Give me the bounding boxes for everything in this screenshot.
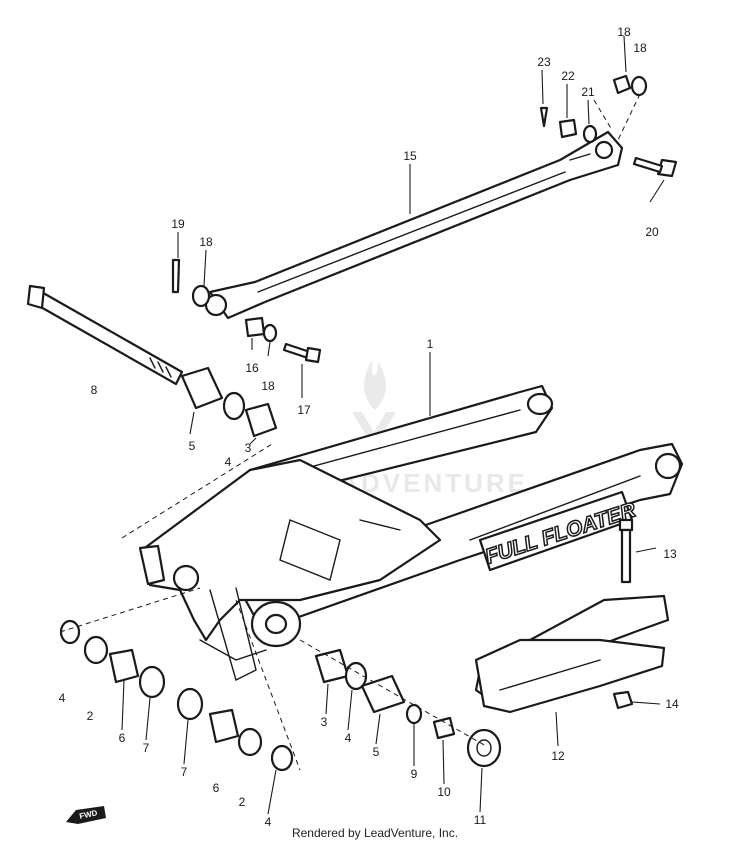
bearing-7-lower	[176, 687, 204, 721]
nut-18-top	[612, 74, 648, 97]
forward-direction-badge: FWD	[66, 806, 106, 824]
bearing-4-upper	[222, 391, 246, 421]
callout-14: 14	[665, 697, 679, 711]
callout-17: 17	[297, 403, 311, 417]
callout-2: 2	[239, 795, 246, 809]
callout-5: 5	[373, 745, 380, 759]
callout-4: 4	[265, 815, 272, 829]
washer-2-lower	[237, 727, 263, 757]
pivot-shaft-8	[26, 284, 184, 386]
nut-11	[466, 728, 502, 768]
callout-22: 22	[561, 69, 575, 83]
nut-22	[558, 118, 578, 139]
nut-18-left	[191, 284, 211, 308]
cotter-pin-23	[539, 106, 549, 128]
nut-10	[432, 716, 456, 740]
callout-2: 2	[87, 709, 94, 723]
leader-lines	[121, 35, 665, 815]
callout-7: 7	[143, 741, 150, 755]
callout-4: 4	[225, 455, 232, 469]
bushing-3-right	[314, 648, 350, 684]
fwd-text: FWD	[79, 808, 99, 821]
spacer-5-upper	[180, 366, 224, 410]
callout-13: 13	[663, 547, 677, 561]
callout-16: 16	[245, 361, 259, 375]
callout-6: 6	[119, 731, 126, 745]
bearing-7-left	[138, 665, 166, 699]
swingarm	[138, 384, 684, 682]
callout-12: 12	[551, 749, 565, 763]
bolt-17	[282, 342, 322, 364]
callout-7: 7	[181, 765, 188, 779]
callout-3: 3	[321, 715, 328, 729]
callout-23: 23	[537, 55, 551, 69]
callout-labels: 1 2 2 3 3 4 4 4 4 5 5 6 6 7 7 8 9 10 11 …	[59, 25, 679, 829]
callout-18: 18	[633, 41, 647, 55]
torque-rod	[204, 130, 624, 320]
callout-19: 19	[171, 217, 185, 231]
washer-18-mid	[262, 323, 278, 343]
bushing-3-upper	[244, 402, 278, 438]
cotter-pin-19	[171, 258, 181, 294]
collar-6-lower	[208, 708, 240, 744]
callout-18: 18	[261, 379, 275, 393]
washer-9	[405, 703, 423, 725]
washer-21	[582, 124, 598, 144]
chain-guard-12	[474, 594, 670, 714]
bolt-20	[632, 156, 678, 178]
callout-21: 21	[581, 85, 595, 99]
callout-10: 10	[437, 785, 451, 799]
callout-11: 11	[474, 813, 487, 827]
callout-6: 6	[213, 781, 220, 795]
bolt-13	[618, 518, 634, 584]
callout-5: 5	[189, 439, 196, 453]
callout-4: 4	[59, 691, 66, 705]
spacer-16	[244, 316, 266, 338]
seal-4-left	[59, 619, 81, 645]
callout-8: 8	[91, 383, 98, 397]
callout-1: 1	[427, 337, 434, 351]
callout-18: 18	[199, 235, 213, 249]
callout-15: 15	[403, 149, 417, 163]
callout-20: 20	[645, 225, 659, 239]
collar-6-left	[108, 648, 140, 684]
guide-lines	[59, 93, 641, 771]
callout-9: 9	[411, 767, 418, 781]
callout-18: 18	[617, 25, 631, 39]
callout-3: 3	[245, 441, 252, 455]
credit-footer: Rendered by LeadVenture, Inc.	[291, 826, 459, 840]
washer-2-left	[83, 635, 109, 665]
nut-14	[612, 690, 634, 710]
seal-4-lower	[270, 744, 294, 772]
callout-4: 4	[345, 731, 352, 745]
spacer-5-right	[360, 674, 406, 714]
